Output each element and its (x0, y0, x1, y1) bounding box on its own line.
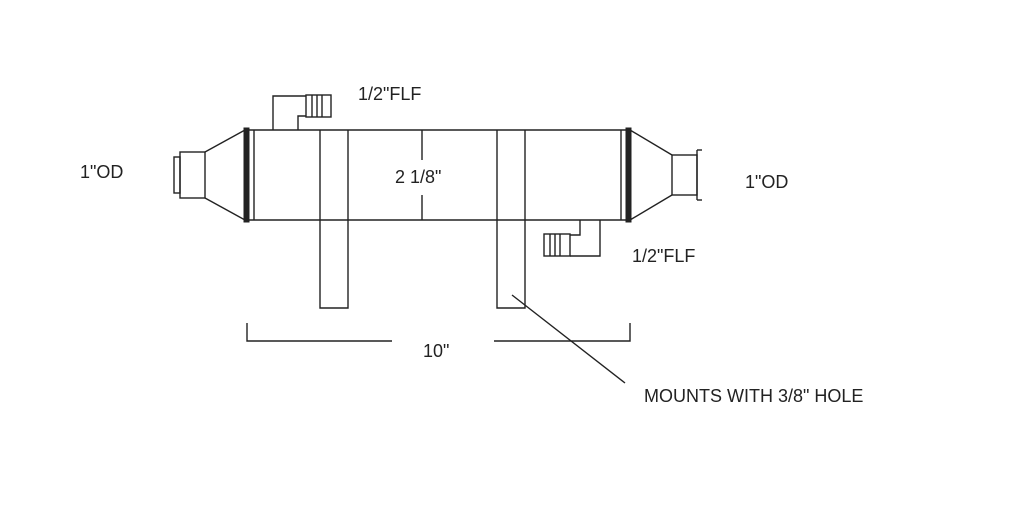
top-fitting-label: 1/2"FLF (358, 84, 421, 104)
left-port-label: 1"OD (80, 162, 123, 182)
diameter-label: 2 1/8" (395, 167, 441, 187)
mounts-note: MOUNTS WITH 3/8" HOLE (644, 386, 863, 406)
right-port-label: 1"OD (745, 172, 788, 192)
bottom-fitting-label: 1/2"FLF (632, 246, 695, 266)
mount-bracket-right (496, 130, 526, 309)
right-end-cap (620, 127, 702, 223)
top-fitting (272, 94, 332, 130)
mount-leader-line (511, 294, 626, 384)
left-end-cap (173, 127, 255, 223)
length-label: 10" (423, 341, 449, 361)
length-dimension (246, 323, 631, 342)
shell-body (245, 129, 630, 221)
mount-bracket-left (319, 130, 349, 309)
bottom-fitting (543, 220, 601, 257)
